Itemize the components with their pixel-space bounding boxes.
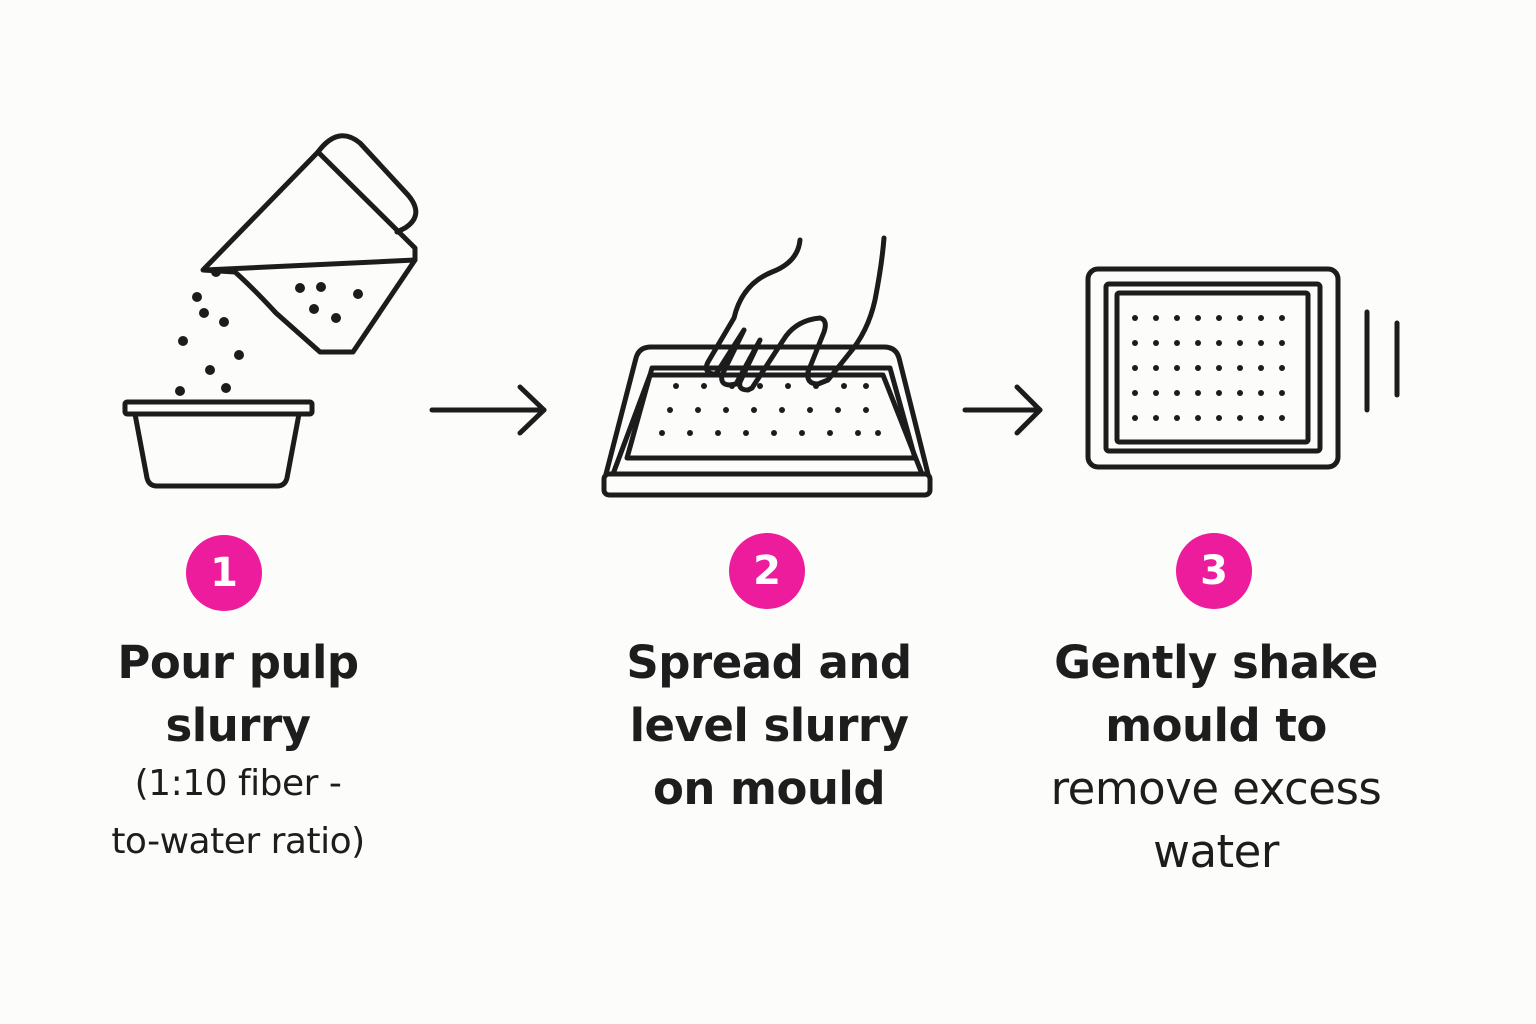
step-detail-line: (1:10 fiber - (134, 763, 342, 804)
step-3-title: Gently shake mould to remove excess wate… (1016, 631, 1416, 883)
step-title-line: on mould (652, 762, 886, 815)
step-1-title: Pour pulp slurry (1:10 fiber - to-water … (68, 631, 408, 871)
step-detail-line: to-water ratio) (111, 821, 365, 862)
step-title-line: water (1153, 825, 1279, 878)
step-title-line: remove excess (1050, 762, 1382, 815)
pulp-drops (175, 267, 244, 396)
step-title-line: Spread and (626, 636, 912, 689)
shaking-mould-icon (1085, 266, 1400, 470)
arrow-right-icon (962, 384, 1043, 436)
step-number-badge: 3 (1176, 533, 1252, 609)
step-2-title: Spread and level slurry on mould (594, 631, 944, 820)
mould-mesh-dots (659, 383, 881, 436)
step-title-line: slurry (165, 699, 311, 752)
step-title-line: Gently shake (1054, 636, 1378, 689)
pouring-jug-icon (200, 133, 419, 355)
bowl-icon (122, 399, 315, 489)
arrow-right-icon (429, 384, 547, 436)
mould-screen-dots (1132, 315, 1285, 421)
step-title-line: Pour pulp (117, 636, 359, 689)
step-number-badge: 2 (729, 533, 805, 609)
step-title-line: level slurry (629, 699, 909, 752)
step-number-badge: 1 (186, 535, 262, 611)
hand-spreading-on-mould-icon (601, 235, 933, 498)
step-title-line: mould to (1105, 699, 1327, 752)
